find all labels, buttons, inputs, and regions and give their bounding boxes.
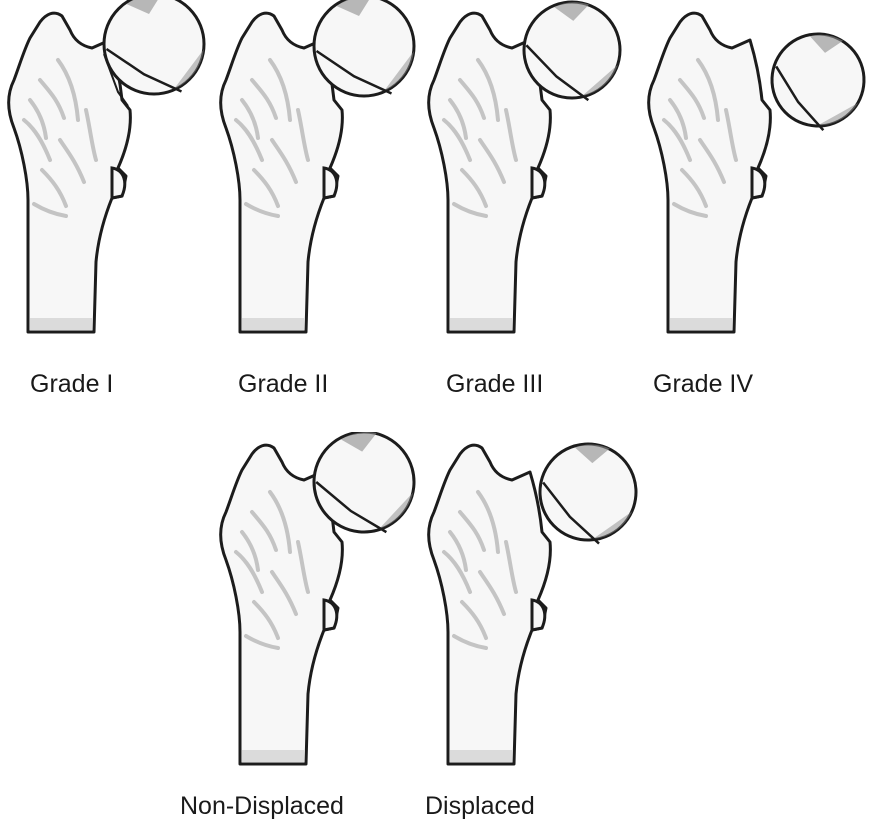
shaft-end-shade: [450, 318, 512, 330]
femur-illustration-displaced: [420, 432, 650, 782]
femur-illustration-grade-3: [420, 0, 650, 350]
shaft-end-shade: [450, 750, 512, 762]
caption-grade-2: Grade II: [238, 372, 328, 397]
femur-grade-1: [9, 0, 204, 332]
caption-grade-4: Grade IV: [653, 372, 753, 397]
femur-non-displaced: [221, 432, 419, 764]
femur-grade-4: [649, 13, 870, 332]
femur-illustration-grade-2: [212, 0, 442, 350]
femur-displaced: [429, 432, 649, 764]
shaft-end-shade: [30, 318, 92, 330]
shaft-end-shade: [670, 318, 732, 330]
caption-non-displaced: Non-Displaced: [180, 794, 344, 819]
femur-illustration-non-displaced: [212, 432, 442, 782]
caption-grade-3: Grade III: [446, 372, 543, 397]
femur-illustration-grade-1: [0, 0, 230, 350]
femoral-head: [757, 19, 870, 141]
femoral-head: [104, 0, 204, 94]
caption-grade-1: Grade I: [30, 372, 113, 397]
femur-illustration-grade-4: [640, 0, 870, 350]
femur-grade-2: [221, 0, 414, 332]
shaft-end-shade: [242, 318, 304, 330]
femoral-head: [314, 0, 414, 96]
shaft-end-shade: [242, 750, 304, 762]
caption-displaced: Displaced: [425, 794, 535, 819]
femur-grade-3: [429, 0, 629, 332]
